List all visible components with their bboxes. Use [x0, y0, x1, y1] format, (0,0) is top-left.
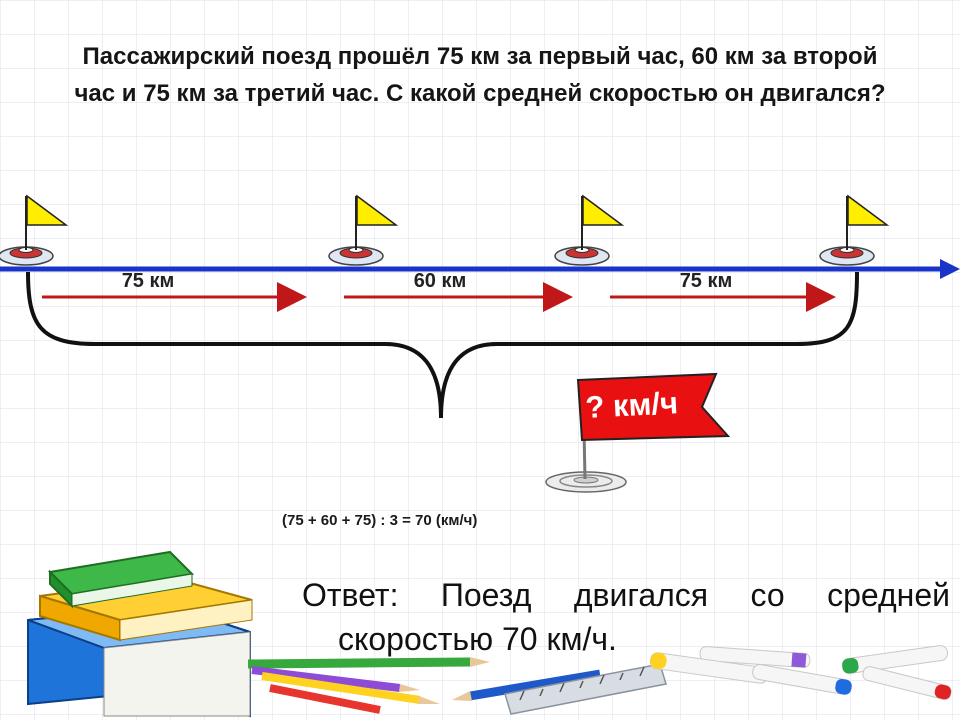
flag-icon [819, 194, 890, 266]
answer-line-2: скоростью 70 км/ч. [338, 621, 617, 657]
answer-word: средней [827, 577, 950, 613]
answer-word: Ответ: [302, 577, 399, 613]
markers-icon [649, 645, 952, 700]
answer-word: двигался [573, 577, 709, 613]
segment-label-1: 75 км [121, 270, 175, 292]
ruler-icon [504, 663, 667, 715]
answer-block: Ответ: Поезд двигался со средней скорост… [302, 573, 950, 661]
total-brace [26, 271, 859, 419]
flag-icon [554, 194, 625, 266]
flag-icon [328, 194, 399, 266]
speed-flag-icon [545, 372, 731, 493]
answer-word: со [750, 577, 785, 613]
answer-word: Поезд [440, 577, 532, 613]
segment-label-3: 75 км [679, 270, 733, 292]
books-icon [27, 550, 253, 718]
problem-text: Пассажирский поезд прошёл 75 км за первы… [74, 43, 886, 107]
number-line [0, 259, 960, 279]
pencils-icon [247, 657, 601, 714]
answer-line-1: Ответ: Поезд двигался со средней [302, 573, 950, 617]
flag-icon [0, 194, 69, 266]
solution-formula: (75 + 60 + 75) : 3 = 70 (км/ч) [282, 512, 478, 529]
segment-label-2: 60 км [413, 270, 467, 292]
speed-flag-label: ? км/ч [585, 385, 679, 425]
